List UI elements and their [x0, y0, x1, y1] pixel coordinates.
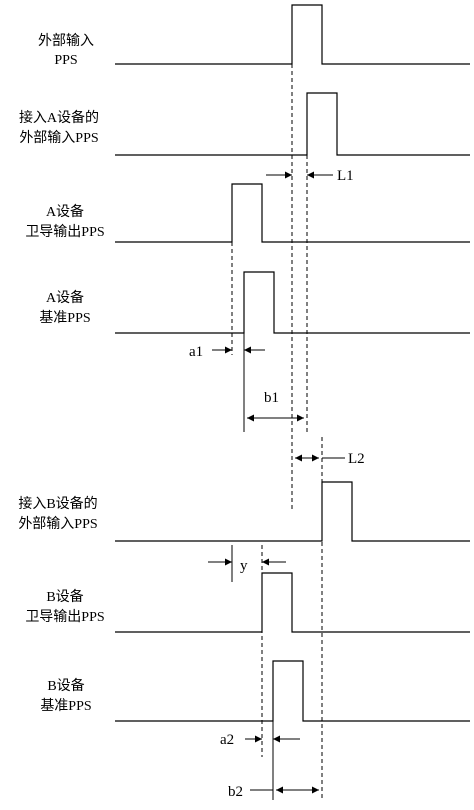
- waveform-a-ext-pps: [115, 92, 470, 156]
- signal-label-line: A设备: [46, 289, 84, 306]
- signal-label-line: 基准PPS: [40, 697, 91, 714]
- waveform-a-sat-pps: [115, 183, 470, 243]
- signal-label-a-ext-pps: 接入A设备的 外部输入PPS: [19, 109, 99, 146]
- waveform-ext-pps: [115, 4, 470, 65]
- signal-label-ext-pps: 外部输入 PPS: [38, 33, 94, 68]
- interval-label-y: y: [240, 558, 248, 574]
- signal-label-line: 外部输入PPS: [19, 130, 98, 146]
- signal-label-line: 外部输入: [38, 33, 94, 49]
- interval-label-a2: a2: [220, 732, 234, 748]
- signal-label-b-ext-pps: 接入B设备的 外部输入PPS: [18, 495, 97, 532]
- signal-label-line: 接入B设备的: [18, 495, 97, 512]
- signal-label-a-sat-pps: A设备 卫导输出PPS: [25, 203, 104, 240]
- signal-label-b-sat-pps: B设备 卫导输出PPS: [25, 588, 104, 625]
- signal-label-a-ref-pps: A设备 基准PPS: [39, 289, 90, 326]
- signal-label-line: B设备: [47, 677, 84, 694]
- signal-label-line: B设备: [46, 588, 83, 605]
- signal-label-line: PPS: [54, 53, 77, 68]
- signal-label-line: 外部输入PPS: [18, 516, 97, 532]
- interval-label-L1: L1: [337, 168, 354, 184]
- waveform-b-ext-pps: [115, 481, 470, 542]
- interval-label-a1: a1: [189, 344, 203, 360]
- interval-label-b1: b1: [264, 390, 279, 406]
- signal-label-line: 卫导输出PPS: [25, 224, 104, 240]
- signal-label-line: 卫导输出PPS: [25, 609, 104, 625]
- waveform-b-ref-pps: [115, 660, 470, 722]
- interval-label-b2: b2: [228, 784, 243, 800]
- signal-label-line: 接入A设备的: [19, 109, 99, 126]
- waveform-b-sat-pps: [115, 572, 470, 633]
- signal-label-line: A设备: [46, 203, 84, 220]
- interval-label-L2: L2: [348, 451, 365, 467]
- signal-label-b-ref-pps: B设备 基准PPS: [40, 677, 91, 714]
- signal-label-line: 基准PPS: [39, 309, 90, 326]
